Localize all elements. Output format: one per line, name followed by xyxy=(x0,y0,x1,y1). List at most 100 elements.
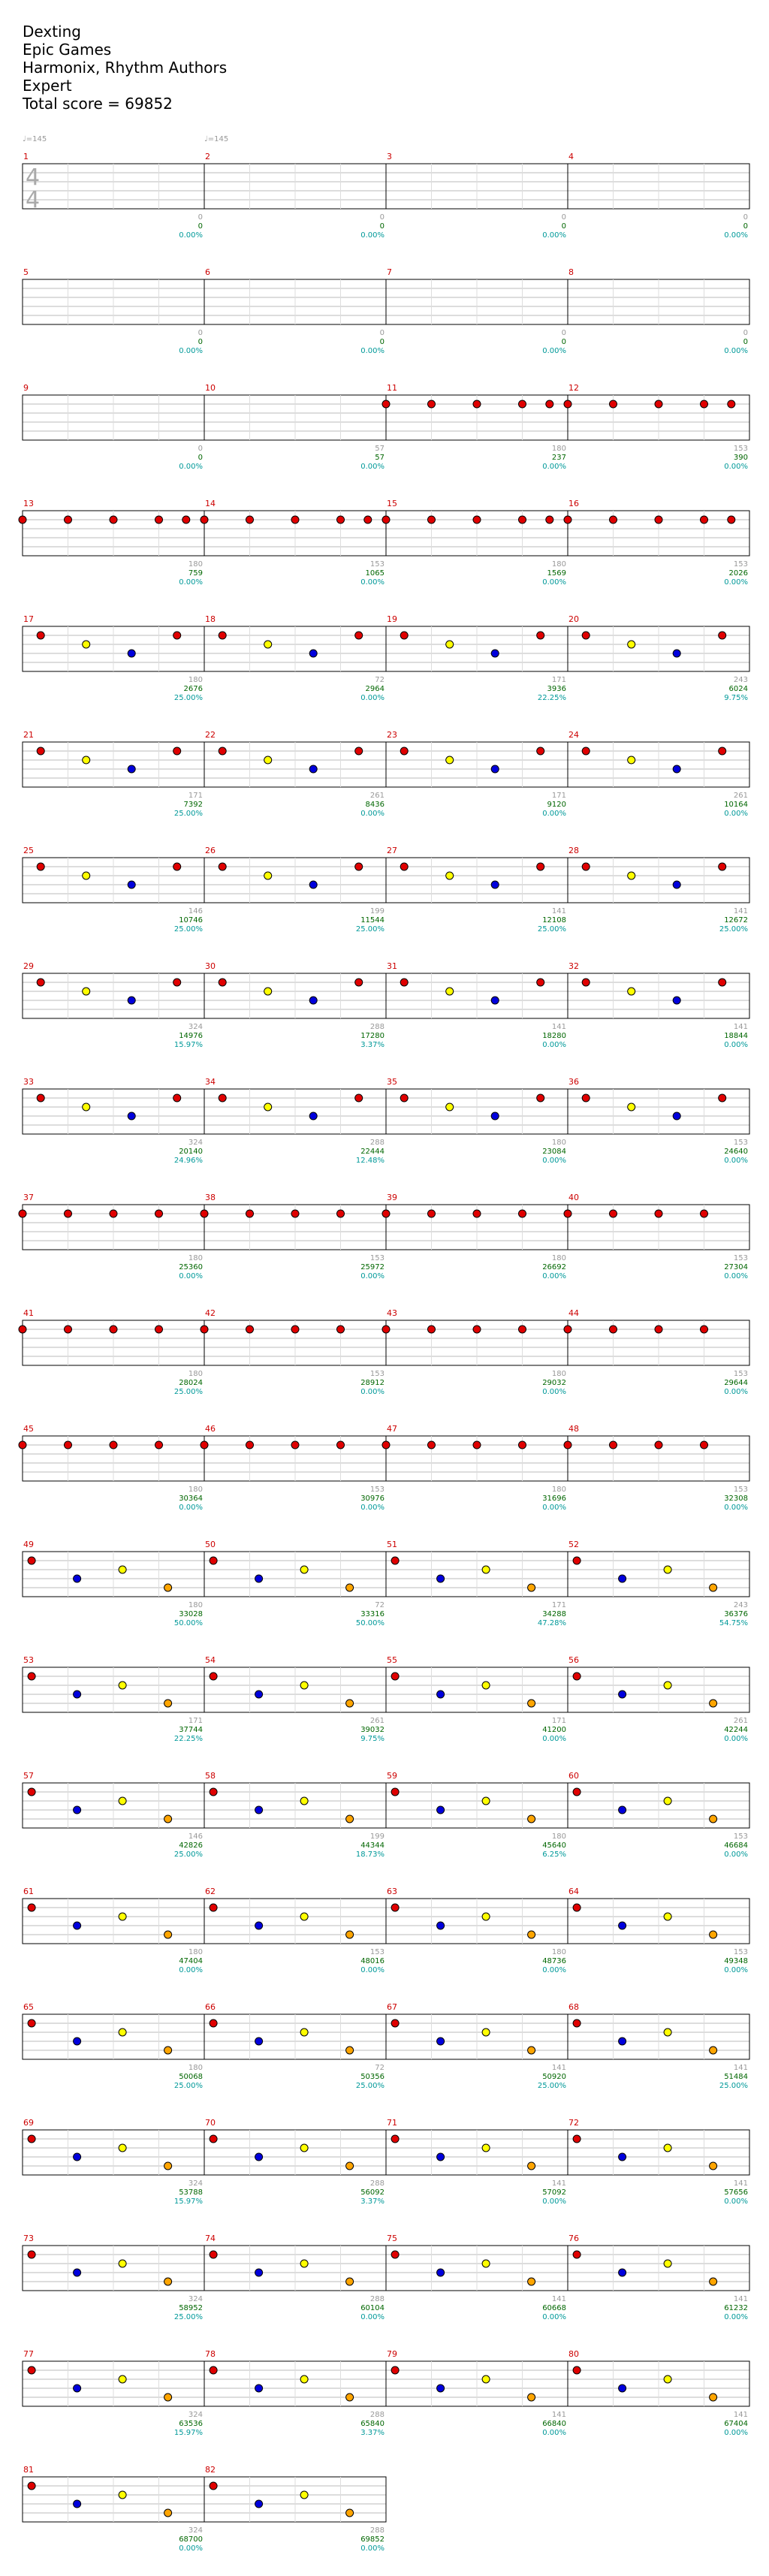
running-score: 69852 xyxy=(360,2535,384,2544)
measure-points: 180 xyxy=(552,1370,566,1378)
measure-number: 47 xyxy=(387,1424,397,1434)
measure-number: 15 xyxy=(387,499,397,508)
running-score: 46684 xyxy=(724,1842,748,1850)
red-gem xyxy=(218,978,227,987)
red-gem xyxy=(218,747,227,756)
overdrive-percent: 15.97% xyxy=(174,1041,203,1049)
orange-gem xyxy=(345,1583,354,1592)
yellow-gem xyxy=(663,2259,672,2268)
overdrive-percent: 25.00% xyxy=(174,925,203,934)
measure-points: 153 xyxy=(734,1832,748,1841)
blue-gem xyxy=(490,765,499,774)
measure-number: 2 xyxy=(205,152,210,161)
overdrive-percent: 0.00% xyxy=(724,347,748,355)
measure-number: 1 xyxy=(23,152,29,161)
yellow-gem xyxy=(118,1565,127,1574)
blue-gem xyxy=(436,1805,445,1814)
orange-gem xyxy=(164,2046,173,2055)
song-difficulty: Expert xyxy=(23,77,72,95)
running-score: 49348 xyxy=(724,1957,748,1965)
overdrive-percent: 0.00% xyxy=(724,231,748,240)
running-score: 10746 xyxy=(179,916,203,925)
measure-points: 141 xyxy=(552,2064,566,2072)
measure-number: 25 xyxy=(23,846,34,855)
measure-number: 24 xyxy=(568,730,579,740)
measure-points: 180 xyxy=(188,1601,203,1609)
red-gem xyxy=(354,1093,363,1102)
blue-gem xyxy=(309,649,318,658)
red-gem xyxy=(209,1903,218,1912)
overdrive-percent: 0.00% xyxy=(179,2544,203,2553)
overdrive-percent: 54.75% xyxy=(719,1619,748,1627)
running-score: 22444 xyxy=(360,1148,384,1156)
measure-points: 324 xyxy=(188,1023,203,1031)
running-score: 31696 xyxy=(542,1495,566,1503)
blue-gem xyxy=(309,1112,318,1121)
running-score: 61232 xyxy=(724,2304,748,2312)
measure-points: 153 xyxy=(734,1370,748,1378)
measure-number: 55 xyxy=(387,1655,397,1665)
running-score: 25360 xyxy=(179,1263,203,1271)
yellow-gem xyxy=(627,987,636,996)
red-gem xyxy=(27,1556,36,1565)
red-gem xyxy=(472,515,481,524)
overdrive-percent: 25.00% xyxy=(174,810,203,818)
overdrive-percent: 25.00% xyxy=(174,2313,203,2321)
measure-points: 180 xyxy=(552,560,566,569)
red-gem xyxy=(572,1903,581,1912)
blue-gem xyxy=(255,1921,264,1930)
running-score: 32308 xyxy=(724,1495,748,1503)
red-gem xyxy=(200,515,209,524)
measure-number: 51 xyxy=(387,1540,397,1549)
song-authors: Harmonix, Rhythm Authors xyxy=(23,59,228,77)
measure-number: 40 xyxy=(568,1193,579,1202)
measure-number: 70 xyxy=(205,2118,216,2128)
red-gem xyxy=(727,400,736,409)
orange-gem xyxy=(709,1699,718,1708)
blue-gem xyxy=(73,2268,82,2277)
overdrive-percent: 0.00% xyxy=(360,578,384,587)
red-gem xyxy=(572,2366,581,2375)
overdrive-percent: 25.00% xyxy=(538,2082,566,2090)
measure-number: 63 xyxy=(387,1887,397,1896)
measure-number: 19 xyxy=(387,614,397,624)
blue-gem xyxy=(618,1574,627,1583)
blue-gem xyxy=(255,2037,264,2046)
measure-number: 26 xyxy=(205,846,216,855)
measure-points: 199 xyxy=(370,907,384,915)
overdrive-percent: 0.00% xyxy=(542,463,566,471)
orange-gem xyxy=(527,2161,536,2170)
blue-gem xyxy=(309,996,318,1005)
running-score: 30364 xyxy=(179,1495,203,1503)
measure-number: 7 xyxy=(387,267,392,277)
measure-points: 153 xyxy=(370,1370,384,1378)
red-gem xyxy=(518,515,526,524)
measure-points: 141 xyxy=(552,2179,566,2188)
blue-gem xyxy=(436,2384,445,2393)
measure-points: 153 xyxy=(370,1254,384,1262)
red-gem xyxy=(700,1209,708,1218)
running-score: 759 xyxy=(188,569,203,578)
measure-points: 146 xyxy=(188,907,203,915)
measure-points: 324 xyxy=(188,1139,203,1147)
yellow-gem xyxy=(118,2375,127,2384)
running-score: 0 xyxy=(198,338,203,346)
red-gem xyxy=(27,2481,36,2490)
measure-number: 11 xyxy=(387,383,397,393)
running-score: 29032 xyxy=(542,1379,566,1387)
red-gem xyxy=(291,1209,300,1218)
red-gem xyxy=(563,1209,572,1218)
yellow-gem xyxy=(264,1102,273,1112)
measure-number: 32 xyxy=(568,961,579,971)
measure-number: 49 xyxy=(23,1540,34,1549)
measure-points: 324 xyxy=(188,2411,203,2419)
measure-points: 288 xyxy=(370,1139,384,1147)
running-score: 3936 xyxy=(547,685,566,693)
yellow-gem xyxy=(300,1796,309,1805)
measure-points: 324 xyxy=(188,2295,203,2303)
red-gem xyxy=(64,515,72,524)
measure-number: 67 xyxy=(387,2002,397,2012)
red-gem xyxy=(581,747,590,756)
measure-points: 180 xyxy=(552,445,566,453)
running-score: 12672 xyxy=(724,916,748,925)
